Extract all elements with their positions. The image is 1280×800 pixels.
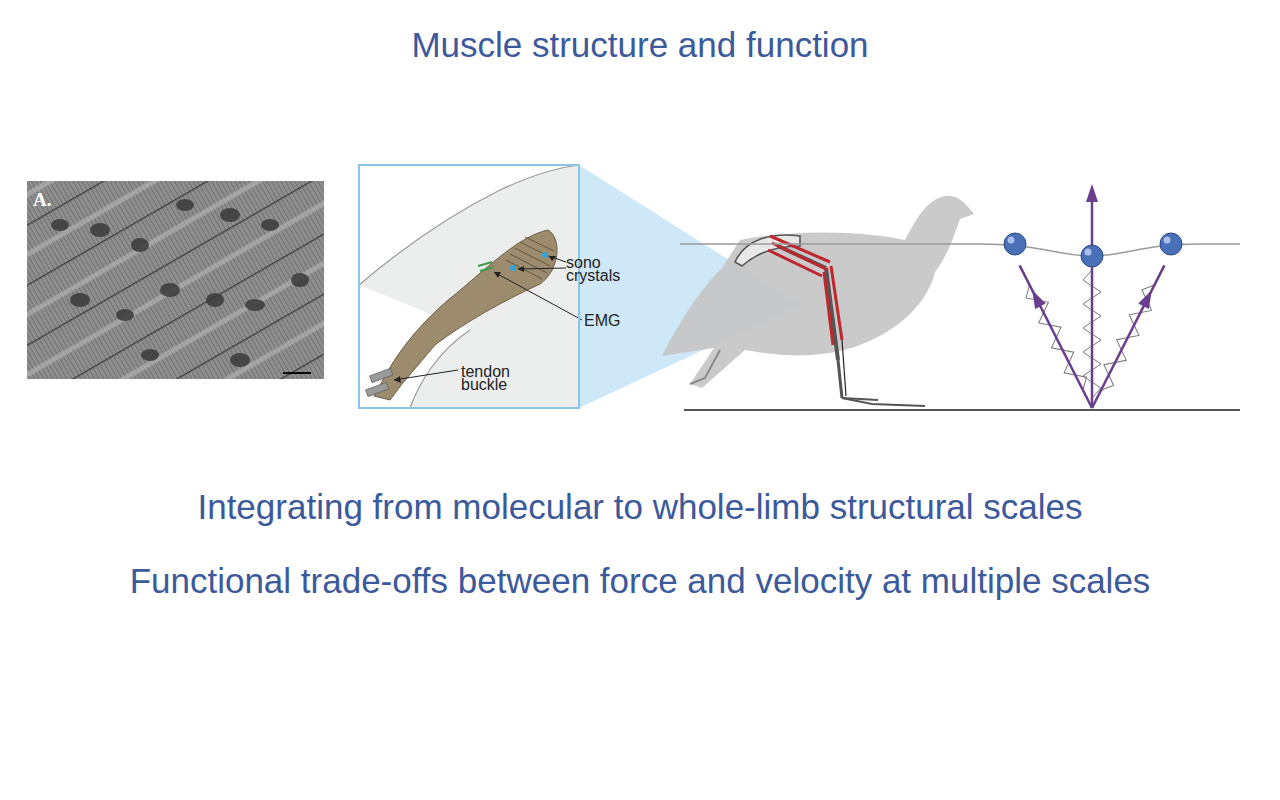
micrograph-panel: A. bbox=[27, 181, 324, 379]
com-trajectory bbox=[680, 244, 1240, 256]
inset-frame bbox=[359, 165, 579, 408]
muscle bbox=[374, 230, 557, 400]
summary-line: Functional trade-offs between force and … bbox=[0, 561, 1280, 601]
z-line-texture bbox=[27, 181, 324, 379]
bird-silhouette bbox=[662, 196, 974, 388]
emg-electrode bbox=[480, 267, 494, 271]
tendon-line bbox=[842, 340, 846, 396]
mitochondrion bbox=[261, 219, 279, 231]
muscle-line bbox=[831, 266, 842, 340]
emg-electrode bbox=[478, 262, 492, 266]
callout-label: sono crystals bbox=[566, 256, 628, 282]
mitochondrion bbox=[245, 299, 265, 311]
tendon-buckle-device bbox=[366, 368, 393, 396]
buckle-frame bbox=[366, 382, 389, 396]
highlight bbox=[1008, 237, 1015, 244]
mitochondrion bbox=[160, 283, 180, 297]
mitochondrion bbox=[116, 309, 134, 321]
highlight bbox=[1164, 237, 1171, 244]
buckle-frame bbox=[370, 368, 393, 382]
leader-line bbox=[518, 268, 566, 269]
page-title: Muscle structure and function bbox=[0, 25, 1280, 65]
summary-line: Integrating from molecular to whole-limb… bbox=[0, 487, 1280, 527]
point-mass bbox=[1160, 233, 1182, 255]
fibre bbox=[525, 237, 554, 251]
far-leg bbox=[690, 350, 720, 384]
right-leg-spring bbox=[1084, 261, 1172, 412]
leg-muscles bbox=[768, 236, 846, 396]
bird-feet-silhouette bbox=[690, 350, 720, 384]
ground-line bbox=[684, 409, 1240, 411]
muscle-line bbox=[824, 272, 833, 345]
mitochondrion bbox=[90, 223, 110, 237]
point-mass bbox=[1081, 245, 1103, 267]
leader-line bbox=[549, 256, 566, 262]
sono-crystal bbox=[542, 252, 548, 258]
force-arrow bbox=[1020, 265, 1092, 408]
myofibril-texture bbox=[27, 181, 324, 379]
leader-head bbox=[518, 266, 524, 272]
skeleton bbox=[735, 235, 925, 406]
highlight bbox=[1085, 249, 1092, 256]
muscle-line bbox=[768, 250, 822, 276]
force-arrow bbox=[1091, 196, 1094, 408]
mitochondrion bbox=[70, 293, 90, 307]
point-mass bbox=[1004, 233, 1026, 255]
fibre bbox=[510, 254, 547, 273]
fibre bbox=[520, 242, 552, 258]
limb-outline bbox=[359, 165, 579, 408]
point-masses bbox=[1004, 233, 1182, 267]
fibre bbox=[506, 260, 542, 279]
arrow-head bbox=[1138, 288, 1157, 309]
bird bbox=[662, 196, 974, 406]
mitochondrion bbox=[176, 199, 194, 211]
leader-lines bbox=[394, 256, 582, 380]
mitochondrion bbox=[206, 293, 224, 307]
mitochondrion bbox=[230, 353, 250, 367]
inset-panel bbox=[359, 165, 582, 408]
fibre bbox=[515, 248, 550, 266]
leader-head bbox=[494, 272, 501, 278]
inset-background bbox=[359, 165, 579, 408]
callout-label: tendon buckle bbox=[461, 365, 519, 391]
sono-crystal bbox=[510, 265, 516, 271]
mitochondrion bbox=[131, 238, 149, 252]
middle-leg-spring bbox=[1083, 184, 1101, 408]
panel-letter: A. bbox=[33, 190, 51, 210]
mitochondrion bbox=[51, 219, 69, 231]
micrograph bbox=[27, 181, 324, 379]
mitochondrion bbox=[220, 208, 240, 222]
leader-head bbox=[549, 256, 556, 261]
toe bbox=[842, 398, 878, 400]
scale-bar bbox=[283, 372, 311, 374]
force-arrow bbox=[1092, 265, 1164, 408]
arrow-head bbox=[1027, 288, 1046, 309]
mitochondrion bbox=[291, 273, 309, 287]
left-leg-spring bbox=[1012, 261, 1100, 412]
callout-label: EMG bbox=[584, 312, 644, 330]
mitochondria bbox=[51, 199, 309, 367]
muscle-fibres bbox=[506, 237, 554, 279]
tarsometatarsus bbox=[838, 360, 842, 398]
toe bbox=[842, 398, 925, 406]
leader-line bbox=[394, 370, 458, 380]
leader-head bbox=[394, 376, 401, 383]
mitochondrion bbox=[141, 349, 159, 361]
arrow-head bbox=[1086, 184, 1098, 202]
